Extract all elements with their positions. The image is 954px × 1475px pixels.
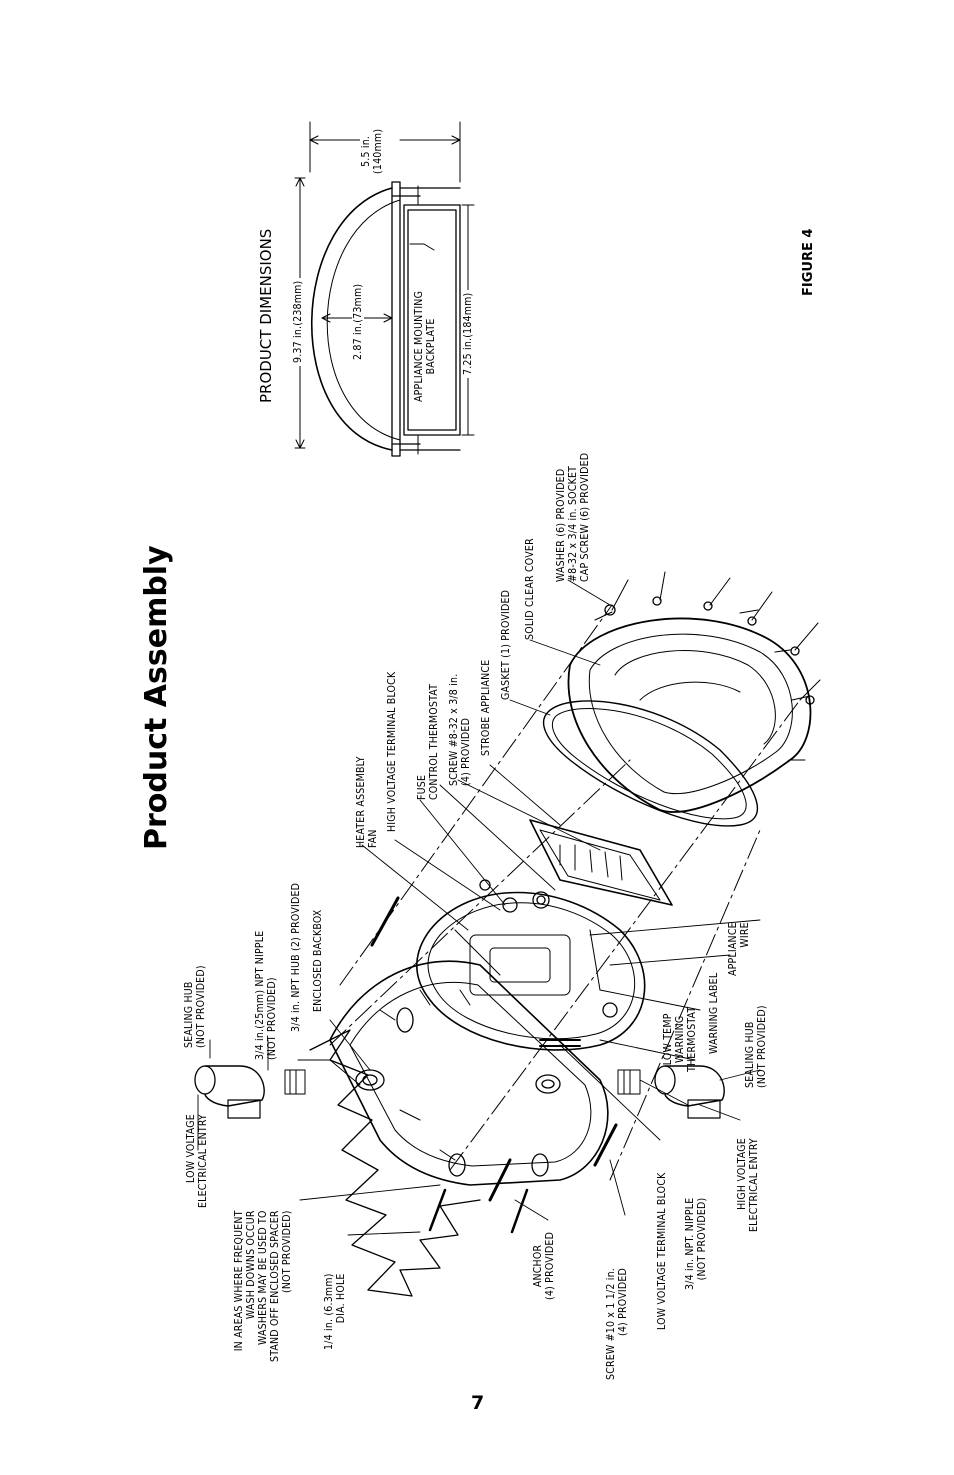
dim-depth: 2.87 in.(73mm) bbox=[352, 283, 365, 360]
dim-overall: 9.37 in.(238mm) bbox=[292, 277, 305, 366]
backplate-label: APPLIANCE MOUNTING BACKPLATE bbox=[413, 290, 438, 402]
dimension-drawing bbox=[294, 121, 475, 457]
label-warning-label: WARNING LABEL bbox=[708, 972, 720, 1054]
label-hole: 1/4 in. (6.3mm) DIA. HOLE bbox=[323, 1273, 348, 1350]
page-title: Product Assembly bbox=[139, 545, 174, 850]
figure-label: FIGURE 4 bbox=[801, 228, 816, 296]
label-screw-10: SCREW #10 x 1 1/2 in. (4) PROVIDED bbox=[605, 1267, 630, 1380]
dim-backplate: 7.25 in.(184mm) bbox=[462, 289, 475, 378]
exploded-assembly bbox=[194, 571, 821, 1297]
label-low-temp-thermostat: LOW TEMP WARNING THERMOSTAT bbox=[662, 1006, 699, 1072]
label-washer-cap-screw: WASHER (6) PROVIDED #8-32 x 3/4 in. SOCK… bbox=[555, 452, 592, 582]
label-low-voltage-entry: LOW VOLTAGE ELECTRICAL ENTRY bbox=[185, 1114, 210, 1208]
label-sealing-hub-bottom: SEALING HUB (NOT PROVIDED) bbox=[744, 1005, 769, 1088]
label-appliance-wire: APPLIANCE WIRE bbox=[727, 922, 752, 976]
dim-height: 5.5 in. (140mm) bbox=[360, 128, 385, 174]
label-npt-nipple-top: 3/4 in.(25mm) NPT NIPPLE (NOT PROVIDED) bbox=[254, 930, 279, 1060]
label-clear-cover: SOLID CLEAR COVER bbox=[524, 538, 536, 640]
label-screw-8-32: SCREW #8-32 x 3/8 in. (4) PROVIDED bbox=[448, 673, 473, 786]
label-anchor: ANCHOR (4) PROVIDED bbox=[532, 1231, 557, 1300]
label-lv-terminal-block: LOW VOLTAGE TERMINAL BLOCK bbox=[656, 1172, 668, 1330]
label-backbox: ENCLOSED BACKBOX bbox=[312, 909, 324, 1012]
label-strobe: STROBE APPLIANCE bbox=[480, 659, 492, 756]
label-hv-terminal-block: HIGH VOLTAGE TERMINAL BLOCK bbox=[386, 671, 398, 832]
label-heater-fan: HEATER ASSEMBLY FAN bbox=[355, 756, 380, 848]
label-sealing-hub-top: SEALING HUB (NOT PROVIDED) bbox=[183, 965, 208, 1048]
label-fuse: FUSE CONTROL THERMOSTAT bbox=[416, 683, 441, 800]
label-npt-nipple-bottom: 3/4 in. NPT. NIPPLE (NOT PROVIDED) bbox=[684, 1197, 709, 1290]
page-number: 7 bbox=[471, 1392, 485, 1414]
dimensions-title: PRODUCT DIMENSIONS bbox=[257, 228, 275, 403]
label-hv-entry: HIGH VOLTAGE ELECTRICAL ENTRY bbox=[736, 1138, 761, 1232]
label-gasket: GASKET (1) PROVIDED bbox=[500, 589, 512, 700]
label-wash-downs: IN AREAS WHERE FREQUENT WASH DOWNS OCCUR… bbox=[233, 1210, 294, 1362]
label-npt-hub: 3/4 in. NPT HUB (2) PROVIDED bbox=[290, 882, 302, 1032]
